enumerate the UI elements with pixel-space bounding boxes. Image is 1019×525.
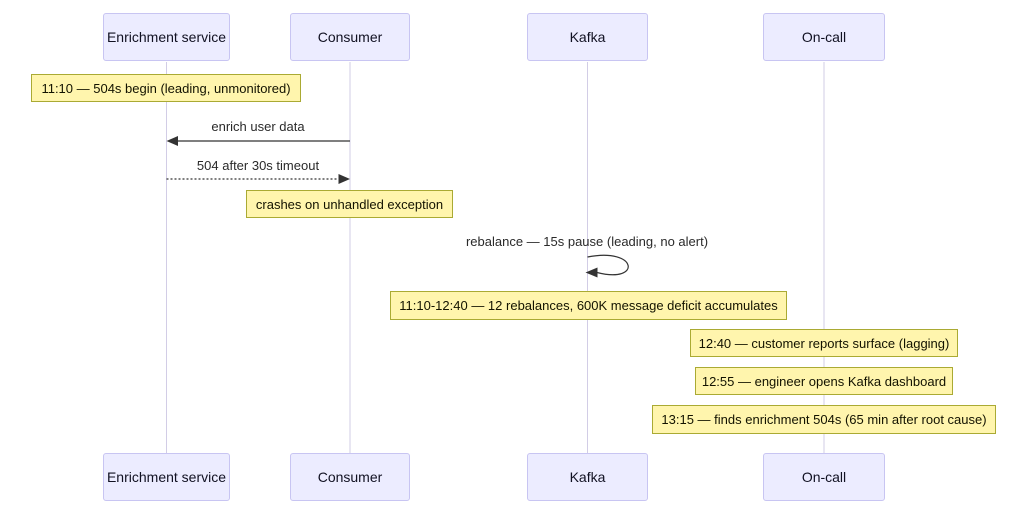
note-engineer-dashboard: 12:55 — engineer opens Kafka dashboard <box>695 367 953 395</box>
participant-label: On-call <box>801 469 847 485</box>
participant-label: Consumer <box>317 29 383 45</box>
participant-kafka-top: Kafka <box>527 13 648 61</box>
participant-label: Enrichment service <box>106 29 227 45</box>
note-crashes: crashes on unhandled exception <box>246 190 453 218</box>
arrowhead-rebalance <box>585 267 598 278</box>
arrowhead-enrich-user-data <box>166 136 178 146</box>
self-loop-rebalance <box>587 254 629 276</box>
message-label-504-timeout: 504 after 30s timeout <box>196 158 320 173</box>
participant-label: Consumer <box>317 469 383 485</box>
participant-label: Enrichment service <box>106 469 227 485</box>
message-label-enrich-user-data: enrich user data <box>211 119 305 134</box>
note-customer-reports: 12:40 — customer reports surface (laggin… <box>690 329 958 357</box>
participant-label: Kafka <box>569 469 606 485</box>
participant-enrichment-service-top: Enrichment service <box>103 13 230 61</box>
participant-on-call-top: On-call <box>763 13 885 61</box>
participant-consumer-top: Consumer <box>290 13 410 61</box>
participant-consumer-bottom: Consumer <box>290 453 410 501</box>
message-label-rebalance: rebalance — 15s pause (leading, no alert… <box>465 234 709 249</box>
participant-kafka-bottom: Kafka <box>527 453 648 501</box>
participant-label: Kafka <box>569 29 606 45</box>
arrowhead-504-timeout <box>338 174 350 184</box>
note-finds-504s: 13:15 — finds enrichment 504s (65 min af… <box>652 405 996 434</box>
note-rebalances-deficit: 11:10-12:40 — 12 rebalances, 600K messag… <box>390 291 787 320</box>
participant-label: On-call <box>801 29 847 45</box>
participant-on-call-bottom: On-call <box>763 453 885 501</box>
note-504s-begin: 11:10 — 504s begin (leading, unmonitored… <box>31 74 301 102</box>
participant-enrichment-service-bottom: Enrichment service <box>103 453 230 501</box>
